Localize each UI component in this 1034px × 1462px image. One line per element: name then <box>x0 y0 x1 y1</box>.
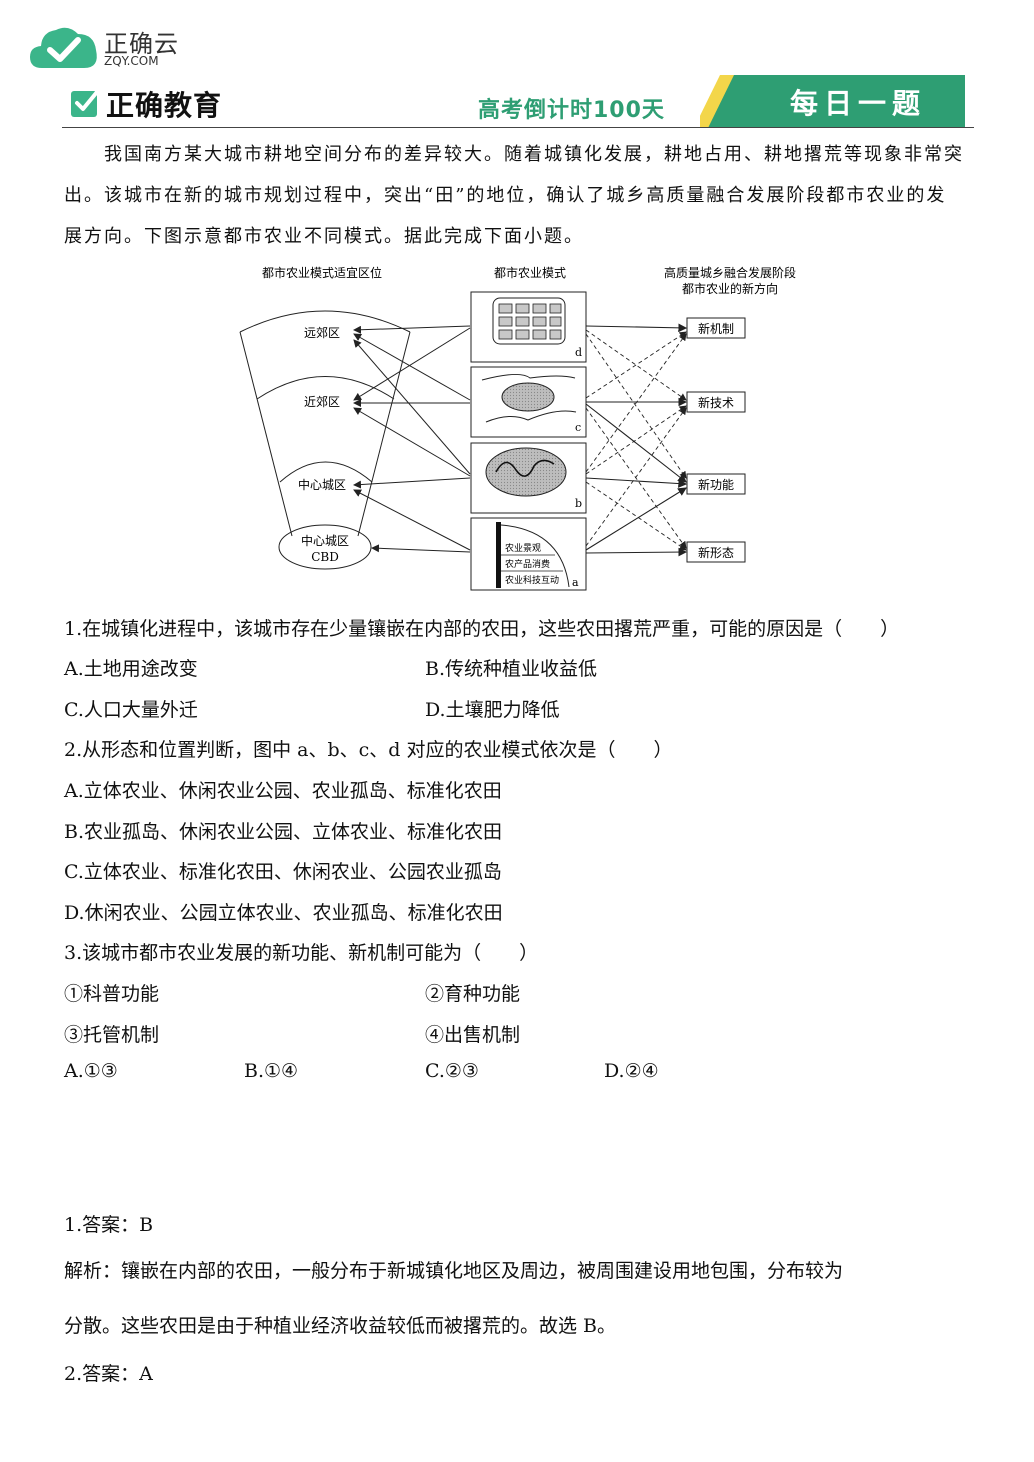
question-3-option-d: D.②④ <box>604 1060 659 1082</box>
question-2-option-c: C.立体农业、标准化农田、休闲农业、公园农业孤岛 <box>64 861 502 883</box>
logo-name: 正确云 <box>104 30 179 58</box>
question-1-option-b: B.传统种植业收益低 <box>425 658 598 680</box>
panel-letter-a: a <box>572 576 579 589</box>
checkbox-icon <box>71 90 99 117</box>
countdown-text: 高考倒计时100天 <box>478 98 665 123</box>
zone-far-suburb: 远郊区 <box>304 326 340 340</box>
zone-city-center-cbd: 中心城区 <box>301 533 349 548</box>
panel-letter-b: b <box>575 497 582 510</box>
logo-domain: ZQY.COM <box>104 54 159 68</box>
banner-title: 每日一题 <box>789 87 926 120</box>
mode-to-zone-arrows <box>353 325 471 553</box>
cloud-check-logo-icon <box>30 27 97 68</box>
answer-2: 2.答案：A <box>64 1363 153 1385</box>
question-3-item-2: ②育种功能 <box>425 983 521 1005</box>
column-title-locations: 都市农业模式适宜区位 <box>262 265 382 280</box>
direction-new-function: 新功能 <box>698 477 734 492</box>
intro-paragraph: 我国南方某大城市耕地空间分布的差异较大。随着城镇化发展，耕地占用、耕地撂荒等现象… <box>64 144 964 247</box>
mode-to-direction-solid-arrows <box>585 323 688 557</box>
question-3-stem: 3.该城市都市农业发展的新功能、新机制可能为（ ） <box>64 942 539 964</box>
column-title-directions-2: 都市农业的新方向 <box>682 281 778 296</box>
question-3-option-b: B.①④ <box>244 1060 299 1082</box>
panel-a-label-tech: 农业科技互动 <box>505 574 559 586</box>
answer-1: 1.答案：B <box>64 1214 154 1236</box>
column-title-modes: 都市农业模式 <box>494 265 566 280</box>
direction-boxes <box>686 317 746 563</box>
question-3-item-3: ③托管机制 <box>64 1024 160 1046</box>
explanation-1-line-1: 解析：镶嵌在内部的农田，一般分布于新城镇化地区及周边，被周围建设用地包围，分布较… <box>64 1260 844 1282</box>
panel-a-label-landscape: 农业景观 <box>505 542 541 554</box>
question-3-item-1: ①科普功能 <box>64 983 160 1005</box>
explanation-1-line-2: 分散。这些农田是由于种植业经济收益较低而被撂荒的。故选 B。 <box>64 1315 617 1337</box>
question-1-option-c: C.人口大量外迁 <box>64 699 198 721</box>
question-2-option-b: B.农业孤岛、休闲农业公园、立体农业、标准化农田 <box>64 821 503 843</box>
question-3-option-c: C.②③ <box>425 1060 479 1082</box>
mode-to-direction-dashed-arrows <box>585 329 687 551</box>
panel-letter-d: d <box>575 346 582 359</box>
urban-agriculture-diagram: 都市农业模式适宜区位 都市农业模式 高质量城乡融合发展阶段 都市农业的新方向 远… <box>239 265 796 591</box>
mode-panel-c: c <box>470 366 587 438</box>
question-1-option-d: D.土壤肥力降低 <box>425 699 560 721</box>
question-1-option-a: A.土地用途改变 <box>64 658 198 680</box>
zone-near-suburb: 近郊区 <box>304 395 340 409</box>
daily-question-banner <box>700 75 965 128</box>
panel-letter-c: c <box>575 421 581 434</box>
mode-panel-d: d <box>470 291 587 363</box>
question-2-stem: 2.从形态和位置判断，图中 a、b、c、d 对应的农业模式依次是（ ） <box>64 739 673 761</box>
column-title-directions-1: 高质量城乡融合发展阶段 <box>664 265 796 280</box>
question-2-option-d: D.休闲农业、公园立体农业、农业孤岛、标准化农田 <box>64 902 503 924</box>
mode-panel-a: 农业景观 农产品消费 农业科技互动 a <box>470 517 587 591</box>
question-2-option-a: A.立体农业、休闲农业公园、农业孤岛、标准化农田 <box>64 780 502 802</box>
brand-name: 正确教育 <box>106 89 223 122</box>
zone-city-center: 中心城区 <box>298 477 346 492</box>
direction-new-technology: 新技术 <box>698 395 734 410</box>
header-divider <box>62 127 974 128</box>
zone-fan <box>239 310 411 570</box>
question-3-option-a: A.①③ <box>64 1060 118 1082</box>
direction-new-mechanism: 新机制 <box>698 321 734 336</box>
mode-panel-b: b <box>470 442 587 514</box>
panel-a-label-consumption: 农产品消费 <box>505 558 550 570</box>
zone-cbd: CBD <box>311 550 339 564</box>
question-1-stem: 1.在城镇化进程中，该城市存在少量镶嵌在内部的农田，这些农田撂荒严重，可能的原因… <box>64 618 900 640</box>
question-3-item-4: ④出售机制 <box>425 1024 521 1046</box>
direction-new-form: 新形态 <box>698 545 734 560</box>
